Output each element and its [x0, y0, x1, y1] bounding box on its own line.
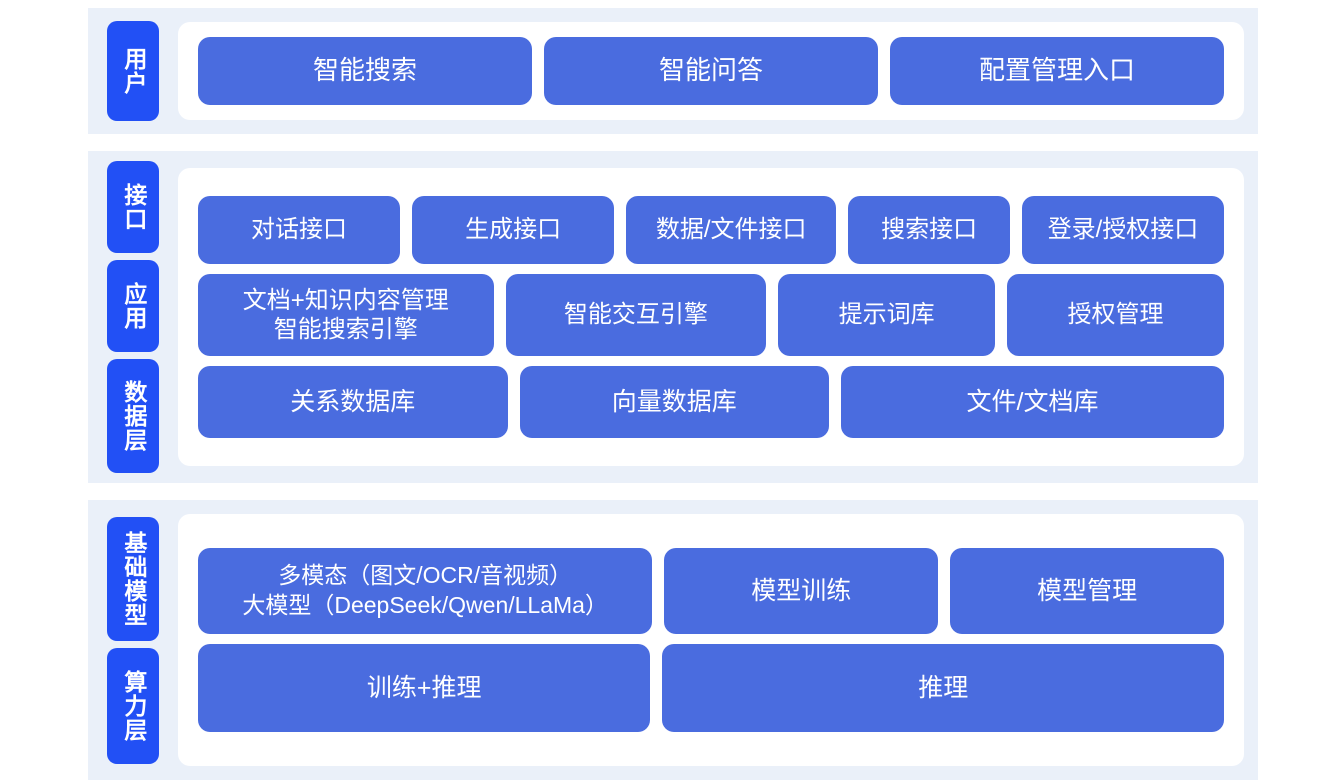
box-authorization-management[interactable]: 授权管理 [1007, 274, 1224, 356]
tab-rail-user: 用户 [88, 8, 178, 134]
row-user-apps: 智能搜索 智能问答 配置管理入口 [178, 37, 1244, 105]
box-prompt-library[interactable]: 提示词库 [778, 274, 996, 356]
box-generation-interface[interactable]: 生成接口 [412, 196, 615, 264]
box-relational-database[interactable]: 关系数据库 [198, 366, 508, 438]
panel-user: 智能搜索 智能问答 配置管理入口 [178, 22, 1244, 120]
section-middle: 接口 应用 数据层 对话接口 生成接口 数据/文件接口 搜索接口 登录/授权接口… [88, 151, 1258, 483]
panel-middle: 对话接口 生成接口 数据/文件接口 搜索接口 登录/授权接口 文档+知识内容管理… [178, 168, 1244, 466]
box-config-management-entry[interactable]: 配置管理入口 [890, 37, 1224, 105]
layer-tab-interface[interactable]: 接口 [107, 161, 159, 253]
box-smart-interaction-engine[interactable]: 智能交互引擎 [505, 274, 767, 356]
row-data-stores: 关系数据库 向量数据库 文件/文档库 [178, 366, 1244, 438]
panel-infrastructure: 多模态（图文/OCR/音视频） 大模型（DeepSeek/Qwen/LLaMa）… [178, 514, 1244, 766]
row-models: 多模态（图文/OCR/音视频） 大模型（DeepSeek/Qwen/LLaMa）… [178, 548, 1244, 634]
box-smart-qa[interactable]: 智能问答 [544, 37, 878, 105]
box-doc-knowledge-content-management[interactable]: 文档+知识内容管理 智能搜索引擎 [198, 274, 494, 356]
layer-tab-data[interactable]: 数据层 [107, 359, 159, 473]
box-dialog-interface[interactable]: 对话接口 [198, 196, 401, 264]
layer-tab-application[interactable]: 应用 [107, 260, 159, 352]
layer-tab-foundation-model[interactable]: 基础模型 [107, 516, 159, 641]
box-data-file-interface[interactable]: 数据/文件接口 [626, 196, 837, 264]
box-model-training[interactable]: 模型训练 [664, 548, 939, 634]
box-file-document-store[interactable]: 文件/文档库 [841, 366, 1224, 438]
layer-tab-user[interactable]: 用户 [107, 21, 159, 121]
box-smart-search[interactable]: 智能搜索 [198, 37, 532, 105]
tab-rail-infrastructure: 基础模型 算力层 [88, 500, 178, 780]
tab-rail-middle: 接口 应用 数据层 [88, 151, 178, 483]
box-multimodal-large-model[interactable]: 多模态（图文/OCR/音视频） 大模型（DeepSeek/Qwen/LLaMa） [198, 548, 653, 634]
row-applications: 文档+知识内容管理 智能搜索引擎 智能交互引擎 提示词库 授权管理 [178, 274, 1244, 356]
box-model-management[interactable]: 模型管理 [950, 548, 1225, 634]
box-login-auth-interface[interactable]: 登录/授权接口 [1021, 196, 1225, 264]
section-infrastructure: 基础模型 算力层 多模态（图文/OCR/音视频） 大模型（DeepSeek/Qw… [88, 500, 1258, 780]
box-inference[interactable]: 推理 [662, 644, 1224, 732]
section-user: 用户 智能搜索 智能问答 配置管理入口 [88, 8, 1258, 134]
box-vector-database[interactable]: 向量数据库 [519, 366, 830, 438]
layer-tab-compute[interactable]: 算力层 [107, 647, 159, 764]
box-training-plus-inference[interactable]: 训练+推理 [198, 644, 651, 732]
box-search-interface[interactable]: 搜索接口 [848, 196, 1010, 264]
row-compute: 训练+推理 推理 [178, 644, 1244, 732]
row-interfaces: 对话接口 生成接口 数据/文件接口 搜索接口 登录/授权接口 [178, 196, 1244, 264]
